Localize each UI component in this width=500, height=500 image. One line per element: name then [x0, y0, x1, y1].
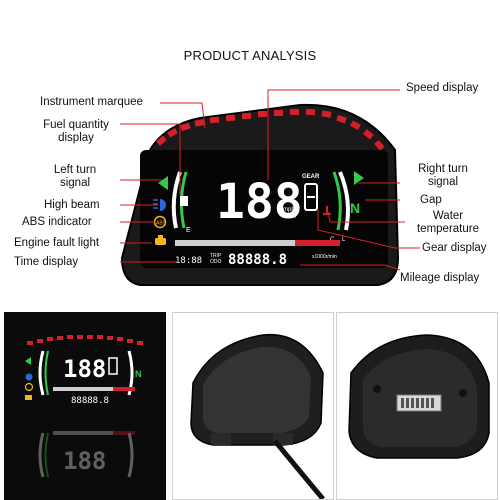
label-gear-display: Gear display — [422, 242, 487, 254]
lcd-screen — [140, 150, 388, 268]
engine-fault-icon — [155, 235, 166, 245]
label-gap: Gap — [420, 194, 442, 206]
svg-text:ABS: ABS — [156, 221, 167, 227]
gear-label: GEAR — [302, 174, 320, 180]
gear-neutral-indicator: N — [350, 200, 360, 216]
callout-lines — [120, 89, 420, 271]
label-high-beam: High beam — [44, 199, 100, 211]
instrument-marquee-leds — [156, 108, 385, 151]
svg-text:mph: mph — [283, 207, 295, 213]
photo-dashboard-side — [172, 312, 334, 500]
svg-text:N: N — [135, 369, 142, 379]
svg-text:188: 188 — [63, 355, 106, 383]
svg-text:88888.8: 88888.8 — [71, 396, 109, 406]
label-time-display: Time display — [14, 256, 79, 268]
right-turn-icon — [354, 171, 364, 185]
high-beam-icon — [153, 199, 166, 211]
time-readout: 18:88 — [175, 256, 202, 266]
svg-text:ODO: ODO — [210, 259, 222, 265]
photo-dashboard-back — [336, 312, 498, 500]
left-turn-icon — [158, 176, 168, 190]
mileage-readout: 88888.8 — [228, 252, 287, 268]
label-abs-indicator: ABS indicator — [22, 216, 92, 228]
label-instrument-marquee: Instrument marquee — [40, 96, 143, 108]
svg-text:E: E — [186, 227, 191, 234]
photo-dashboard-lit: 188 N 88888.8 188 — [4, 312, 166, 500]
water-temp-icon — [323, 206, 331, 215]
svg-text:x1000r/min: x1000r/min — [312, 254, 337, 260]
svg-text:km/h: km/h — [283, 214, 296, 220]
label-speed-display: Speed display — [406, 82, 479, 94]
fuel-pump-icon — [180, 196, 188, 206]
label-mileage-display: Mileage display — [400, 272, 480, 284]
page-title: PRODUCT ANALYSIS — [183, 48, 317, 63]
svg-text:TRIP: TRIP — [210, 253, 222, 259]
gear-digit-box — [304, 183, 318, 211]
label-engine-fault: Engine fault light — [14, 237, 100, 249]
rpm-bar — [175, 240, 340, 246]
svg-text:188: 188 — [63, 447, 106, 475]
svg-text:L: L — [342, 237, 346, 243]
speed-digits: 188 — [216, 174, 303, 230]
